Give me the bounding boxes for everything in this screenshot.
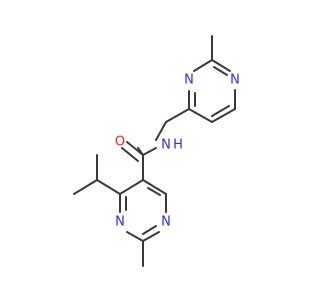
bond-ring-ch2 — [165, 108, 190, 123]
amide-hydrogen-label: H — [173, 138, 183, 153]
bond-c-o — [126, 141, 144, 156]
bond-ring-isopropyl — [96, 179, 121, 195]
bond-c2-n3-upper-double — [213, 66, 228, 76]
bond-n1-c2-lower — [142, 231, 160, 242]
bond-c2-n3-upper — [211, 59, 231, 72]
bond-c5-c6-lower-double — [147, 187, 161, 196]
bond-n1-c2-upper — [193, 59, 213, 72]
atom-oxygen: O — [115, 135, 125, 150]
bond-c4-c5-upper-double — [211, 105, 230, 117]
bond-ch2-n — [155, 121, 167, 141]
bond-carbonyl-n — [142, 147, 157, 156]
molecule-structure: O N H N N N N — [73, 35, 240, 267]
bond-c4-c5-lower — [119, 179, 144, 195]
bond-c5-c6-lower — [142, 179, 167, 195]
bond-c-o-double — [121, 147, 139, 162]
bond-n1-c2-lower-double — [142, 225, 157, 235]
atom-labels: O N H N N N N — [115, 73, 240, 230]
upper-ring-nitrogen-a: N — [230, 73, 240, 88]
lower-ring-nitrogen-a: N — [161, 215, 171, 230]
amide-nitrogen-label: N — [161, 138, 171, 153]
bond-c4-c5-upper — [211, 108, 236, 123]
lower-ring-nitrogen-b: N — [115, 215, 125, 230]
atom-amide-nitrogen: N H — [161, 138, 183, 153]
bond-c2-n3-lower — [126, 231, 144, 242]
oxygen-label: O — [115, 135, 125, 150]
bond-c5-c6-upper — [188, 108, 213, 123]
bonds — [73, 35, 236, 267]
bond-isopropyl-ch3-b — [73, 179, 98, 195]
upper-ring-nitrogen-b: N — [184, 73, 194, 88]
